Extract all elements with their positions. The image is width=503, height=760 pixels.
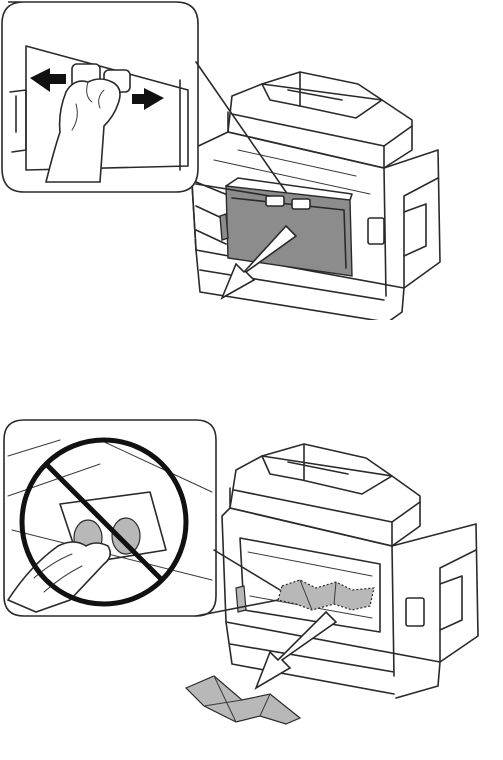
remove-rear-cover-illustration <box>0 0 503 320</box>
jammed-paper <box>186 676 300 724</box>
jammed-paper <box>278 580 374 610</box>
remove-jammed-paper-illustration <box>0 400 503 760</box>
step-remove-rear-cover <box>0 0 503 320</box>
step-remove-jammed-paper <box>0 400 503 760</box>
printer-rear-view <box>222 444 478 698</box>
